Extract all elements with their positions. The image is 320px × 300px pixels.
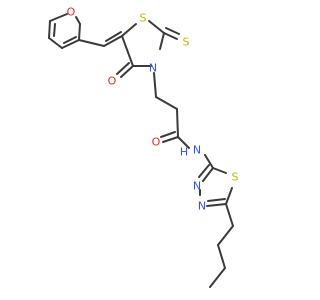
- bond: [207, 198, 226, 202]
- bond: [120, 65, 134, 78]
- bond: [78, 23, 81, 41]
- bond: [176, 108, 179, 138]
- furan-ring: [48, 13, 81, 49]
- bond: [103, 35, 123, 47]
- thiadiazole-ring: [198, 164, 233, 207]
- bond: [75, 16, 81, 25]
- bond: [63, 36, 77, 44]
- bond: [165, 27, 180, 35]
- thiazolidinone-ring: [121, 20, 165, 67]
- bond: [48, 20, 51, 39]
- bond: [204, 154, 214, 169]
- bond: [153, 72, 157, 98]
- bond: [162, 136, 179, 143]
- bond: [160, 131, 176, 138]
- bond: [217, 225, 234, 246]
- amide-nitrogen-label: N: [193, 144, 201, 157]
- bond: [49, 13, 68, 22]
- ring-sulfur-label: S: [140, 12, 147, 25]
- bond: [225, 187, 233, 205]
- bond: [148, 20, 165, 34]
- bond: [61, 39, 80, 49]
- bond: [217, 244, 226, 269]
- bond: [209, 267, 226, 288]
- bond: [206, 203, 227, 207]
- molecule-structure: O O O S S S N N H N N: [48, 6, 239, 288]
- bond: [159, 32, 165, 50]
- bond: [121, 23, 137, 37]
- bond: [225, 203, 234, 227]
- thiadiazole-sulfur-label: S: [232, 171, 239, 184]
- bond: [116, 62, 130, 75]
- thione-sulfur-label: S: [183, 36, 190, 49]
- ketone-oxygen-label: O: [108, 75, 117, 88]
- bond: [177, 136, 190, 149]
- bond: [163, 32, 178, 40]
- bond: [105, 31, 122, 42]
- bond: [198, 164, 210, 178]
- bond: [48, 37, 63, 49]
- furan-oxygen-label: O: [67, 6, 76, 19]
- amide-oxygen-label: O: [152, 136, 161, 149]
- ring-nitrogen-label: N: [149, 62, 157, 75]
- bond: [202, 167, 214, 182]
- amide-hydrogen-label: H: [180, 146, 188, 159]
- bond: [121, 35, 134, 67]
- thiadiazole-nitrogen-1-label: N: [193, 180, 201, 193]
- bond: [53, 23, 56, 37]
- thiadiazole-nitrogen-2-label: N: [198, 200, 206, 213]
- molecule-canvas: O O O S S S N N H N N: [48, 6, 239, 288]
- bond: [212, 167, 227, 174]
- bond: [78, 39, 105, 47]
- bond: [155, 96, 178, 110]
